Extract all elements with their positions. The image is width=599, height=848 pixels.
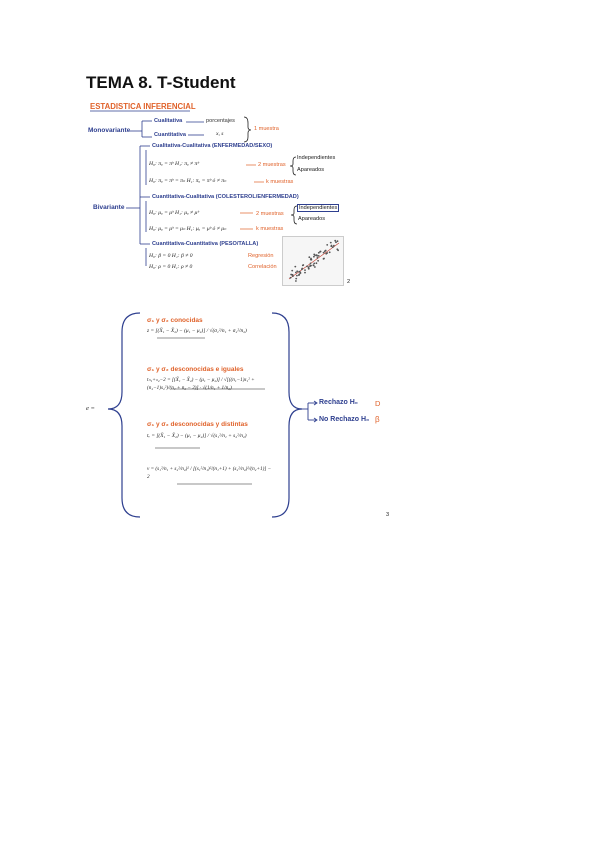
t-equal-formula: tₙ₁+ₙ₂−2 = [(X̄₁ − X̄₂) − (μ₁ − μ₂)] / √… bbox=[147, 377, 255, 391]
scatter-point bbox=[315, 262, 318, 265]
label-cual-cual: Cualitativa-Cualitativa (ENFERMEDAD/SEXO… bbox=[152, 143, 273, 149]
scatter-point bbox=[304, 271, 306, 274]
scatter-point bbox=[312, 264, 315, 267]
scatter-point bbox=[326, 252, 329, 254]
label-cuantitativa: Cuantitativa bbox=[154, 132, 187, 138]
scatter-point bbox=[317, 259, 319, 262]
scatter-point bbox=[335, 241, 337, 244]
scatter-point bbox=[313, 255, 315, 258]
label-no-rechazo: No Rechazo H₀ bbox=[319, 416, 370, 423]
label-regresion: Regresión bbox=[248, 253, 274, 259]
scatter-point bbox=[295, 280, 297, 282]
hyp-mean-2: H₀: μₐ = μᵇ H₁: μₐ ≠ μᵇ bbox=[149, 210, 199, 216]
scatter-point bbox=[333, 244, 335, 247]
scatter-point bbox=[316, 255, 319, 257]
t-distinct-formula: tᵥ = [(X̄₁ − X̄₂) − (μ₁ − μ₂)] / √(s₁²/n… bbox=[147, 433, 247, 439]
label-k-muestras-a: k muestras bbox=[266, 179, 294, 185]
scatter-point bbox=[289, 276, 292, 279]
scatter-plot-svg bbox=[288, 239, 340, 282]
scatter-point bbox=[323, 250, 326, 253]
label-k-muestras-b: k muestras bbox=[256, 226, 284, 232]
label-correlacion: Correlación bbox=[248, 264, 277, 270]
label-bivariante: Bivariante bbox=[93, 204, 125, 211]
hyp-prop-2: H₀: πₐ = πᵇ H₁: πₐ ≠ πᵇ bbox=[149, 161, 199, 167]
hyp-mean-k: H₀: μₐ = μᵇ = μₙ H₁: μₐ = μᵇ ó ≠ μₙ bbox=[149, 226, 227, 232]
label-alpha: D bbox=[375, 399, 381, 408]
scatter-point bbox=[322, 251, 325, 254]
label-cuant-cual: Cuantitativa-Cualitativa (COLESTEROL/ENF… bbox=[152, 194, 299, 200]
label-mean-sd: x, s bbox=[216, 131, 224, 137]
scatter-point bbox=[296, 274, 298, 277]
scatter-point bbox=[334, 239, 337, 242]
label-porcentajes: porcentajes bbox=[206, 118, 235, 124]
label-monovariante: Monovariante bbox=[88, 127, 131, 134]
scatter-point bbox=[330, 245, 333, 248]
z-formula: z = [(X̄₁ − X̄₂) − (μ₁ − μ₂)] / √(σ₁²/n₁… bbox=[147, 328, 247, 334]
e-label: e = bbox=[86, 405, 95, 412]
case-unknown-equal: σ₁ y σ₂ desconocidas e iguales bbox=[147, 366, 244, 373]
scatter-point bbox=[314, 266, 316, 268]
scatter-point bbox=[309, 262, 312, 265]
scatter-point bbox=[295, 277, 298, 280]
scatter-point bbox=[316, 257, 319, 259]
scatter-point bbox=[313, 253, 316, 256]
scatter-point bbox=[309, 265, 311, 267]
label-cuant-cuant: Cuantitativa-Cuantitativa (PESO/TALLA) bbox=[152, 241, 259, 247]
scatter-point bbox=[336, 240, 339, 243]
regression-line bbox=[288, 242, 340, 280]
scatter-point bbox=[319, 250, 321, 253]
scatter-point bbox=[309, 258, 312, 261]
scatter-point bbox=[295, 271, 297, 274]
scatter-point bbox=[308, 256, 311, 259]
scatter-point bbox=[301, 267, 304, 270]
scatter-point bbox=[336, 248, 339, 251]
scatter-point bbox=[326, 244, 329, 246]
scatter-point bbox=[307, 267, 310, 270]
label-cualitativa: Cualitativa bbox=[154, 118, 183, 124]
v-formula: v = (s₁²/n₁ + s₂²/n₂)² / [(s₁²/n₁)²/(n₁+… bbox=[147, 466, 272, 480]
slide1-page-number: 2 bbox=[347, 279, 351, 285]
label-rechazo: Rechazo H₀ bbox=[319, 399, 358, 406]
slide2-page-number: 3 bbox=[386, 512, 390, 518]
scatter-point bbox=[299, 272, 302, 274]
scatter-point bbox=[304, 269, 306, 271]
scatter-point bbox=[331, 246, 334, 248]
scatter-point bbox=[291, 274, 294, 276]
scatter-point bbox=[317, 255, 320, 257]
case-known-variances: σ₁ y σ₂ conocidas bbox=[147, 317, 203, 324]
scatter-point bbox=[313, 262, 316, 265]
label-independientes-a: Independientes bbox=[297, 155, 336, 161]
scatter-point bbox=[294, 265, 297, 268]
page-title: TEMA 8. T-Student bbox=[86, 73, 236, 92]
slide1-header: ESTADISTICA INFERENCIAL bbox=[90, 102, 196, 111]
scatter-point bbox=[298, 274, 300, 276]
scatter-point bbox=[307, 266, 310, 269]
hyp-beta: H₀: β = 0 H₁: β ≠ 0 bbox=[149, 253, 193, 259]
label-2-muestras-b: 2 muestras bbox=[256, 211, 284, 217]
label-apareados-b: Apareados bbox=[298, 216, 326, 222]
hyp-prop-k: H₀: πₐ = πᵇ = πₙ H₁: πₐ = πᵇ ó ≠ πₙ bbox=[149, 178, 227, 184]
label-1-muestra: 1 muestra bbox=[254, 126, 279, 132]
hyp-rho: H₀: ρ = 0 H₁: ρ ≠ 0 bbox=[149, 264, 193, 270]
scatter-point bbox=[291, 269, 294, 272]
scatter-point bbox=[306, 265, 308, 268]
scatter-plot-thumbnail bbox=[282, 236, 344, 286]
scatter-point bbox=[302, 264, 305, 266]
scatter-point bbox=[317, 251, 320, 254]
case-unknown-distinct: σ₁ y σ₂ desconocidas y distintas bbox=[147, 421, 248, 428]
scatter-point bbox=[296, 270, 299, 273]
label-apareados-a: Apareados bbox=[297, 167, 325, 173]
scatter-point bbox=[323, 257, 325, 260]
label-independientes-b: Independientes bbox=[297, 204, 340, 212]
scatter-point bbox=[329, 241, 332, 244]
scatter-point bbox=[328, 251, 331, 254]
label-beta: β bbox=[375, 415, 380, 424]
label-2-muestras-a: 2 muestras bbox=[258, 162, 286, 168]
